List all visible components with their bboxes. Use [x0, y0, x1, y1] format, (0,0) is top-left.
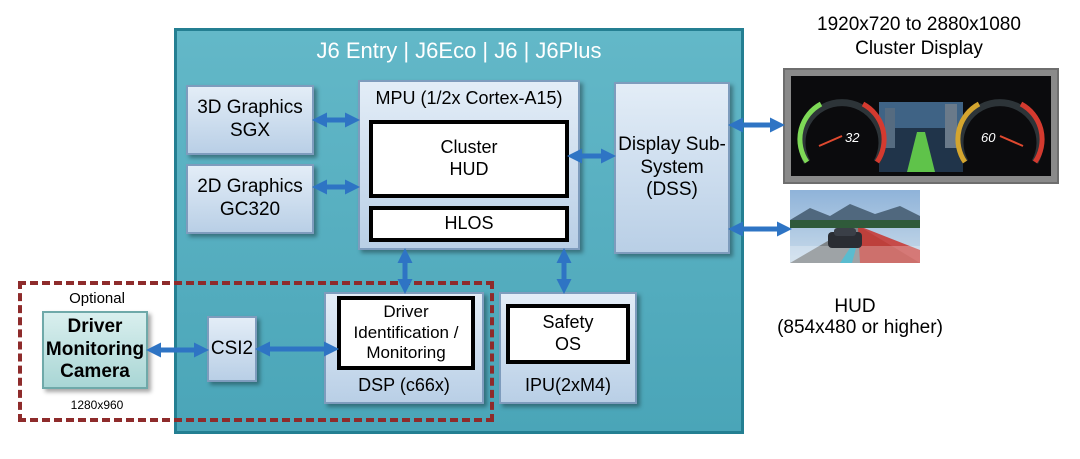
cluster-hud-box: Cluster HUD: [369, 120, 569, 198]
cluster-display-graphic: 32 60: [791, 76, 1051, 176]
cluster-display-title-line1: 1920x720 to 2880x1080: [817, 14, 1021, 35]
mpu-label: MPU (1/2x Cortex-A15): [375, 88, 563, 108]
ipu-label: IPU(2xM4): [524, 375, 611, 395]
optional-region-border: [18, 281, 494, 422]
cluster-speed-right: 60: [981, 130, 996, 145]
dss-label: Display Sub-System (DSS): [618, 133, 726, 201]
camera-optional-label: Optional: [69, 290, 125, 307]
hud-resolution: (854x480 or higher): [777, 317, 943, 338]
hud-title: HUD: [834, 296, 876, 317]
graphics-3d-block: 3D Graphics SGX: [186, 85, 314, 155]
hud-graphic: [790, 190, 920, 263]
csi2-block: CSI2: [207, 316, 257, 382]
safety-os-label: Safety OS: [542, 312, 594, 354]
dss-block: Display Sub-System (DSS): [614, 82, 730, 254]
graphics-3d-label: 3D Graphics SGX: [197, 97, 303, 141]
graphics-2d-label: 2D Graphics GC320: [197, 176, 303, 220]
hlos-box: HLOS: [369, 206, 569, 242]
cluster-speed-left: 32: [845, 130, 860, 145]
soc-title: J6 Entry | J6Eco | J6 | J6Plus: [316, 38, 602, 63]
driver-identification-label: Driver Identification / Monitoring: [353, 302, 459, 363]
camera-resolution: 1280x960: [70, 398, 124, 412]
cluster-display-screen: 32 60: [783, 68, 1059, 184]
csi2-label: CSI2: [210, 337, 254, 359]
cluster-display-title-line2: Cluster Display: [855, 38, 983, 59]
graphics-2d-block: 2D Graphics GC320: [186, 164, 314, 234]
camera-name: Driver Monitoring Camera: [45, 315, 145, 383]
hud-screen: [790, 190, 920, 263]
dsp-label: DSP (c66x): [358, 375, 450, 395]
hlos-label: HLOS: [444, 213, 494, 234]
driver-identification-box: Driver Identification / Monitoring: [337, 296, 475, 370]
safety-os-box: Safety OS: [506, 304, 630, 364]
cluster-hud-label: Cluster HUD: [440, 137, 498, 179]
